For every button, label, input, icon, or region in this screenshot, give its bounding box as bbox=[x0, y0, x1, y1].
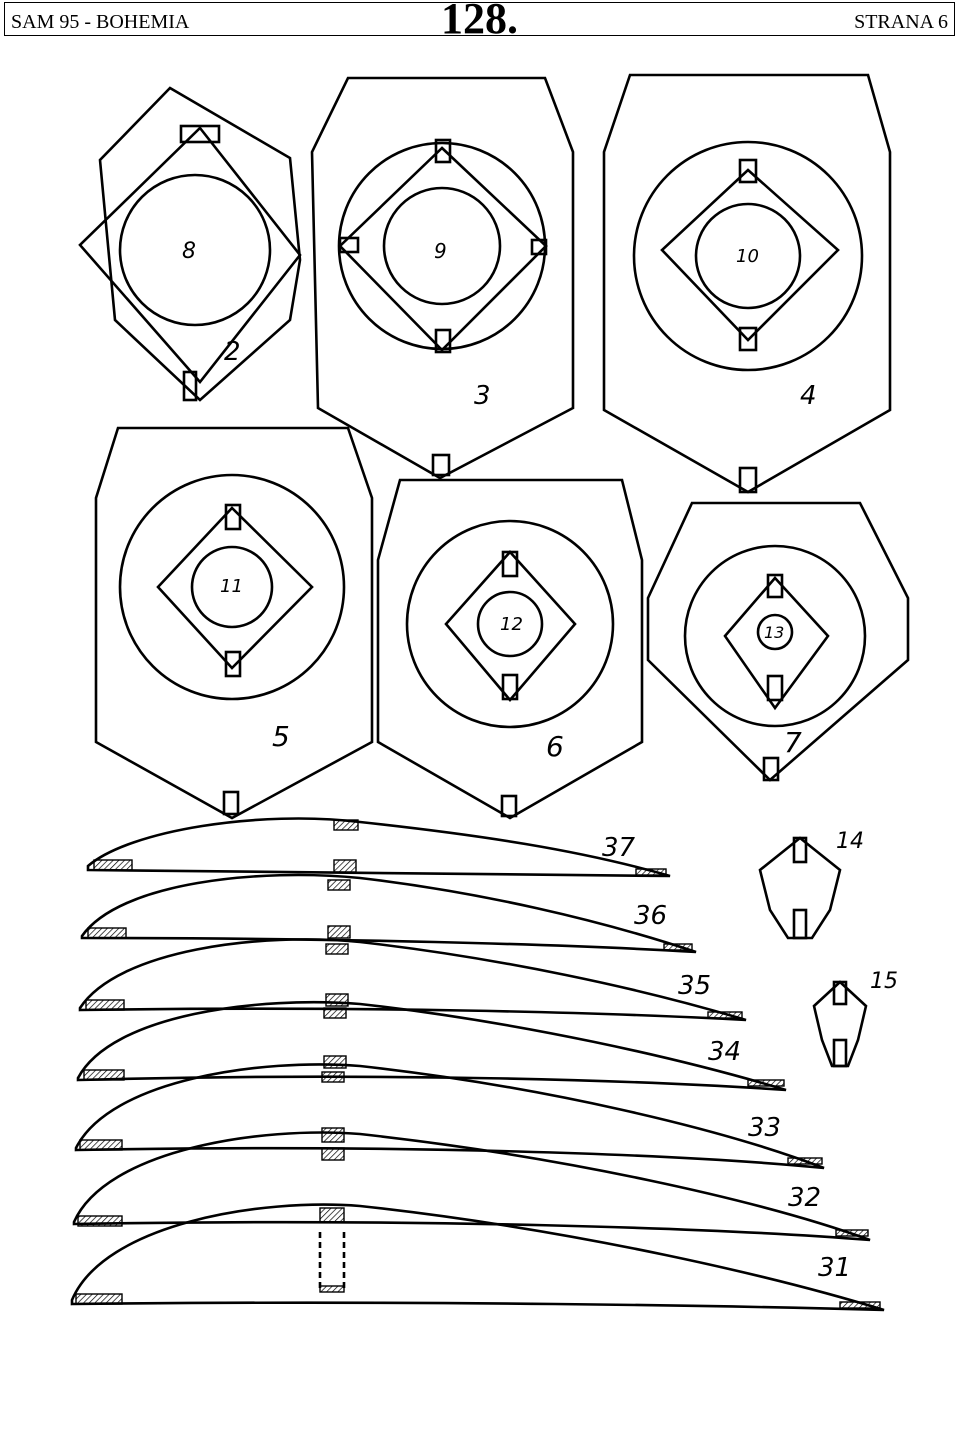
header-title-left: SAM 95 - BOHEMIA bbox=[11, 11, 190, 33]
label-rib-36: 36 bbox=[634, 901, 667, 931]
former-3 bbox=[310, 76, 575, 480]
label-former-7: 7 bbox=[784, 726, 802, 759]
former-2 bbox=[78, 86, 302, 402]
rib-36 bbox=[80, 873, 697, 954]
part-14 bbox=[758, 836, 842, 940]
label-former-4: 4 bbox=[800, 381, 817, 411]
label-part-14: 14 bbox=[836, 829, 864, 854]
label-former-10: 10 bbox=[736, 246, 759, 267]
label-part-15: 15 bbox=[870, 969, 898, 994]
part-labels: 2 8 3 9 4 10 5 11 6 12 7 13 14 15 37 36 … bbox=[182, 239, 898, 1283]
label-rib-35: 35 bbox=[678, 971, 711, 1001]
label-rib-31: 31 bbox=[818, 1253, 851, 1283]
label-former-6: 6 bbox=[546, 730, 564, 763]
former-6 bbox=[376, 478, 644, 820]
label-rib-37: 37 bbox=[602, 833, 636, 863]
label-rib-34: 34 bbox=[708, 1037, 741, 1067]
page-header: SAM 95 - BOHEMIA 128. STRANA 6 bbox=[4, 0, 955, 43]
rib-33 bbox=[74, 1063, 825, 1170]
rib-31 bbox=[70, 1203, 885, 1312]
label-former-13: 13 bbox=[764, 623, 784, 642]
former-4 bbox=[602, 73, 892, 494]
rib-35 bbox=[78, 938, 747, 1022]
label-rib-32: 32 bbox=[788, 1183, 821, 1213]
label-former-3: 3 bbox=[474, 381, 491, 411]
header-page-number: 128. bbox=[441, 0, 518, 43]
label-former-11: 11 bbox=[220, 576, 243, 597]
rib-37 bbox=[86, 817, 671, 878]
label-former-2: 2 bbox=[224, 337, 241, 367]
label-former-5: 5 bbox=[272, 720, 290, 753]
former-7 bbox=[646, 501, 910, 782]
label-former-8: 8 bbox=[182, 239, 196, 264]
former-5 bbox=[94, 426, 374, 820]
label-rib-33: 33 bbox=[748, 1113, 781, 1143]
rib-32 bbox=[72, 1131, 871, 1242]
rib-34 bbox=[76, 1000, 787, 1092]
header-page-label: STRANA 6 bbox=[854, 11, 948, 33]
label-former-9: 9 bbox=[434, 239, 447, 263]
hatched-blocks bbox=[75, 819, 881, 1309]
part-15 bbox=[812, 980, 868, 1068]
label-former-12: 12 bbox=[500, 614, 523, 635]
